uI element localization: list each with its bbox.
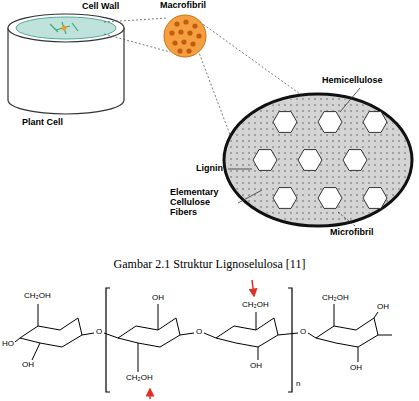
cellulose-fiber [363, 188, 387, 209]
cellulose-chain [15, 288, 392, 392]
part-label: Plant Cell [22, 118, 63, 128]
leader-lines [228, 88, 360, 226]
glucose-ring [316, 318, 378, 347]
chem-label: CH₂OH [322, 294, 349, 303]
chem-label: OH [22, 361, 34, 370]
cellulose-fiber [273, 112, 297, 133]
cellulose-fiber [253, 150, 277, 171]
cellulose-fiber [318, 112, 342, 133]
cellulose-fiber [318, 188, 342, 209]
part-label: Microfibril [330, 228, 374, 238]
chem-label: OH [152, 294, 164, 303]
part-label: Elementary Cellulose Fibers [170, 188, 236, 218]
chem-label: HO [2, 340, 14, 349]
glucose-ring [216, 318, 278, 347]
cellulose-fiber [298, 150, 322, 171]
chem-label: OH [377, 303, 389, 312]
chem-label: OH [250, 362, 262, 371]
cellulose-fiber [343, 150, 367, 171]
chem-label: n [296, 380, 300, 389]
cellulose-fiber [363, 112, 387, 133]
plant-cell [8, 14, 124, 114]
glucose-ring [20, 318, 82, 347]
figure-caption: Gambar 2.1 Struktur Lignoselulosa [11] [0, 257, 419, 272]
glucose-ring [118, 318, 180, 347]
chem-label: O [96, 328, 102, 337]
microfibril [224, 94, 412, 226]
part-label: Macrofibril [160, 1, 206, 11]
part-label: Hemicellulose [322, 76, 383, 86]
chem-label: OH [350, 364, 362, 373]
macrofibril [164, 15, 206, 57]
chem-label: O [300, 328, 306, 337]
chem-label: CH₂OH [24, 292, 51, 301]
part-label: Cell Wall [82, 2, 119, 12]
marker-arrows [150, 280, 254, 399]
cellulose-fiber [273, 188, 297, 209]
chem-label: O [196, 328, 202, 337]
chem-label: CH₂OH [126, 374, 153, 383]
part-label: Lignin [196, 164, 223, 174]
chem-label: CH₂OH [242, 301, 269, 310]
